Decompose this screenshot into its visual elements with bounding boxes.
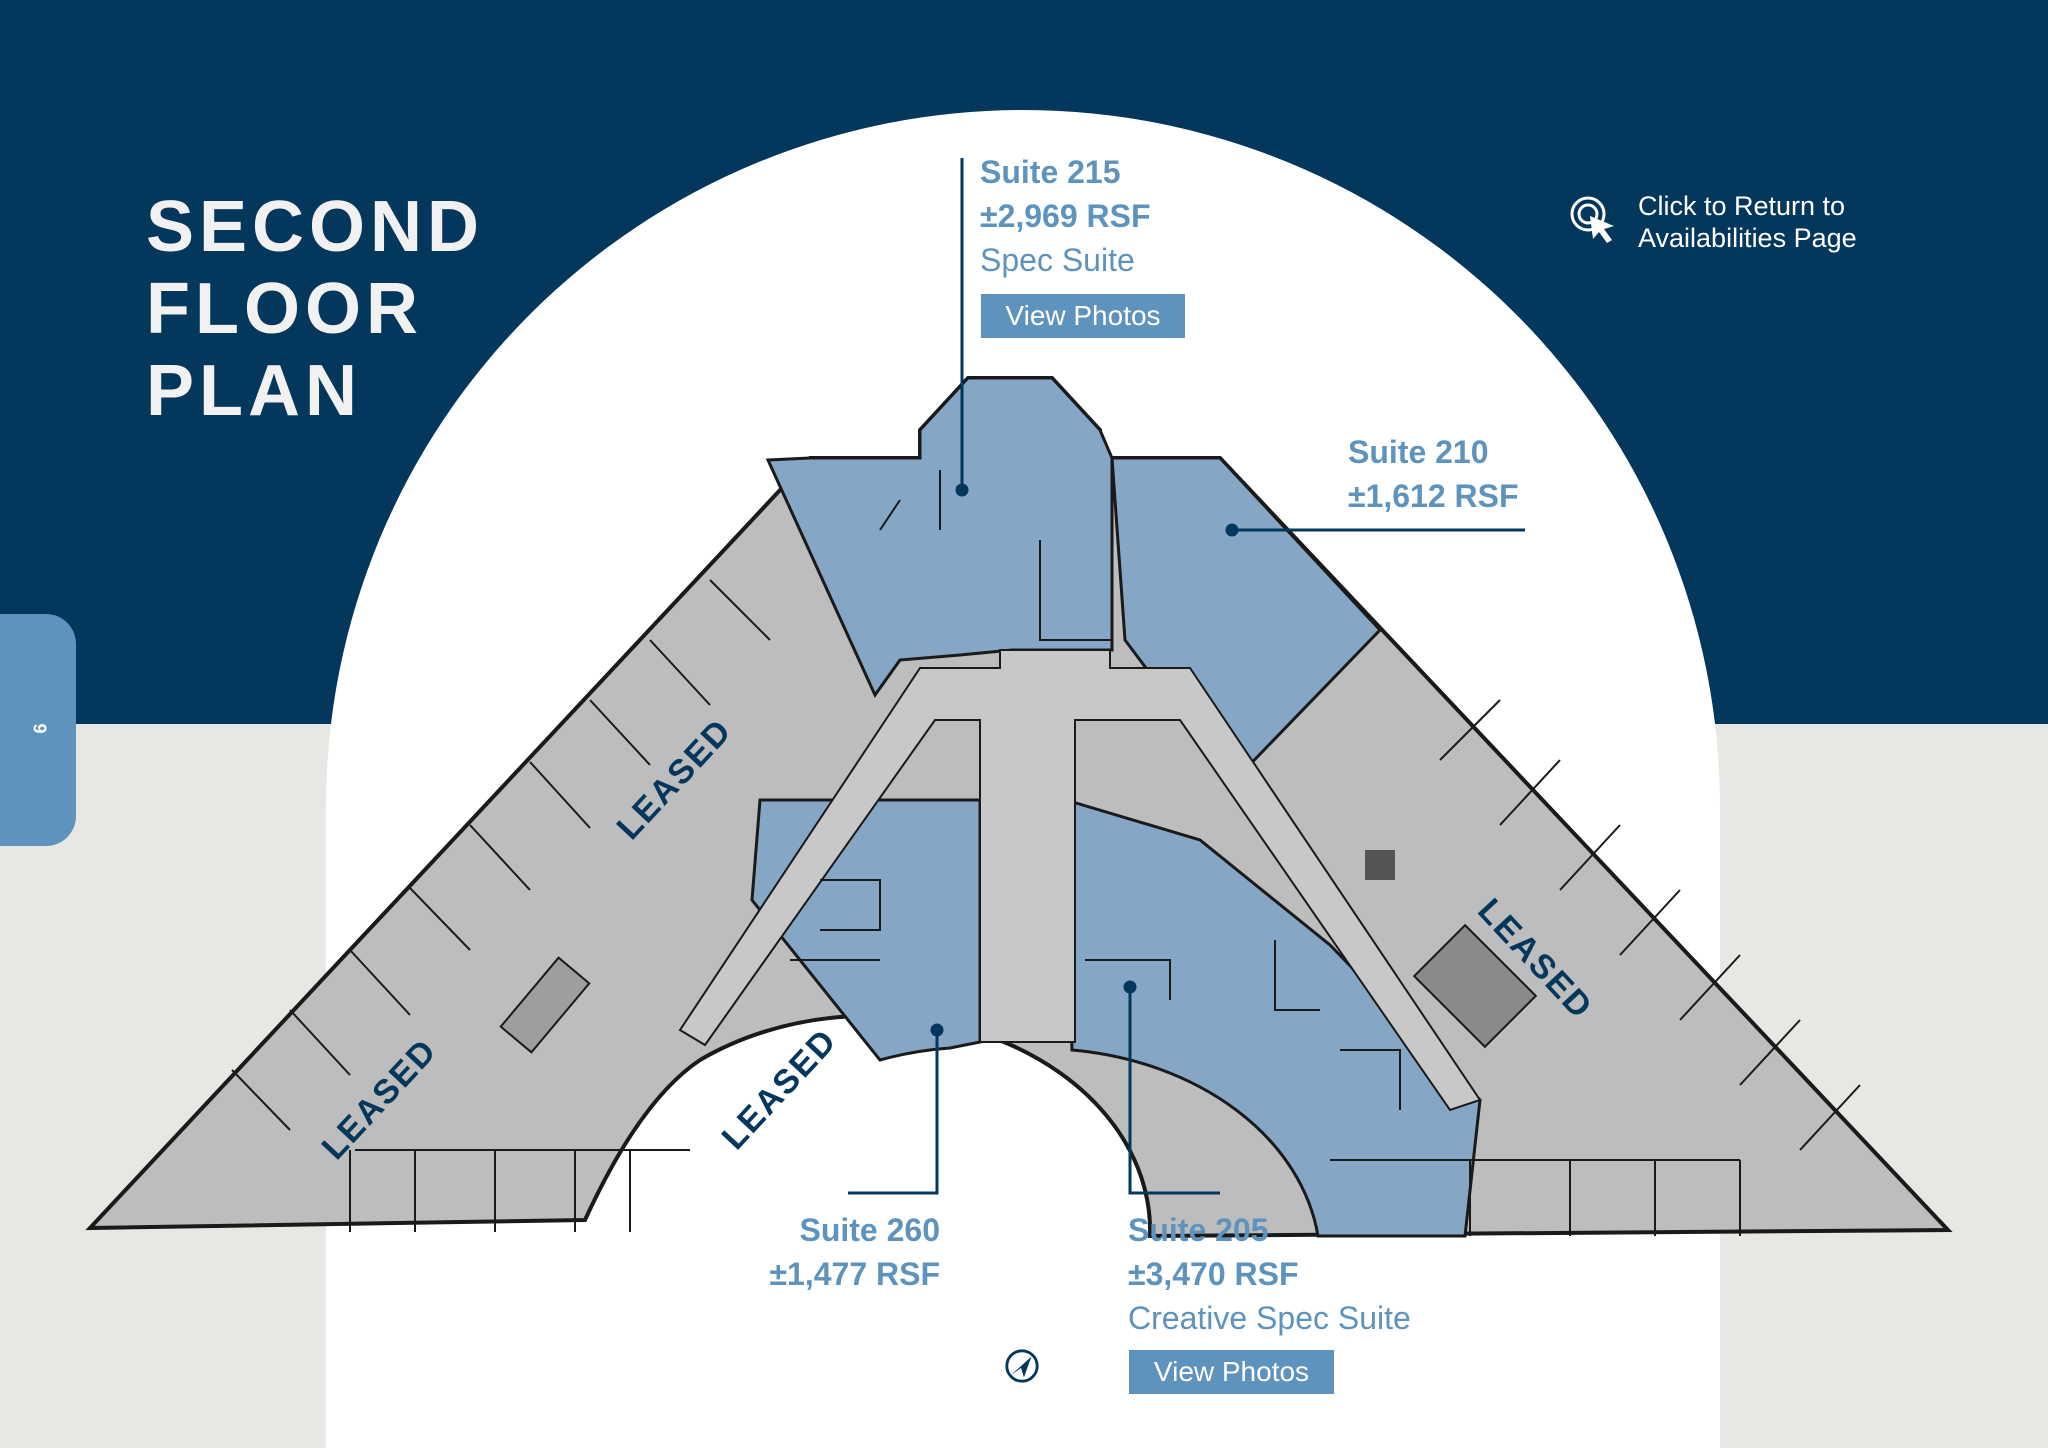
room-partitions: [231, 470, 1861, 1236]
suite-215-view-photos-button[interactable]: View Photos: [981, 294, 1185, 338]
suite-215-label: Suite 215 ±2,969 RSF Spec Suite: [980, 150, 1151, 282]
title-line: FLOOR: [146, 269, 423, 349]
suite-260-label: Suite 260 ±1,477 RSF: [760, 1208, 940, 1296]
core-corridor: [678, 649, 1482, 1112]
north-arrow-icon: [1005, 1349, 1039, 1383]
suite-type: Spec Suite: [980, 242, 1135, 278]
suite-name: Suite 210: [1348, 434, 1489, 470]
suite-205-area[interactable]: [1064, 797, 1482, 1238]
leader-lines: [848, 158, 1525, 1195]
suite-size: ±2,969 RSF: [980, 198, 1151, 234]
title-line: SECOND: [146, 187, 485, 267]
return-to-availabilities-link[interactable]: Click to Return to Availabilities Page: [1568, 190, 1898, 254]
cursor-click-icon: [1570, 196, 1614, 243]
return-link-text: Click to Return to Availabilities Page: [1638, 191, 1857, 253]
suite-205-view-photos-button[interactable]: View Photos: [1129, 1350, 1334, 1394]
suite-name: Suite 205: [1128, 1212, 1269, 1248]
page-tab: [0, 614, 76, 846]
suite-215-area[interactable]: [765, 376, 1114, 698]
stairwell: [499, 850, 1538, 1054]
suite-name: Suite 215: [980, 154, 1121, 190]
title-line: PLAN: [146, 351, 362, 431]
page-title: SECOND FLOOR PLAN: [146, 186, 484, 432]
suite-205-label: Suite 205 ±3,470 RSF Creative Spec Suite: [1128, 1208, 1411, 1340]
suite-210-label: Suite 210 ±1,612 RSF: [1348, 430, 1519, 518]
suite-size: ±1,477 RSF: [769, 1256, 940, 1292]
suite-name: Suite 260: [799, 1212, 940, 1248]
suite-size: ±1,612 RSF: [1348, 478, 1519, 514]
suite-size: ±3,470 RSF: [1128, 1256, 1299, 1292]
suite-type: Creative Spec Suite: [1128, 1300, 1411, 1336]
